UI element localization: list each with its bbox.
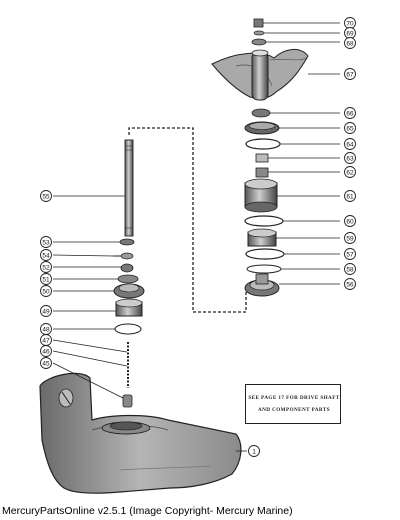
dashed-connector-line [128,127,247,313]
o-ring-64 [245,138,281,150]
copyright-footer: MercuryPartsOnline v2.5.1 (Image Copyrig… [2,505,293,517]
callout-46: 46 [40,345,52,357]
callout-45: 45 [40,357,52,369]
callout-49: 49 [40,305,52,317]
leader-lines-left [52,195,247,452]
svg-text:52: 52 [42,265,50,272]
callout-63: 63 [344,152,356,164]
callout-70: 70 [344,17,356,29]
seal-63 [255,153,269,163]
svg-text:60: 60 [346,219,354,226]
svg-text:64: 64 [346,142,354,149]
svg-text:55: 55 [42,194,50,201]
thrust-washer-59 [246,264,282,274]
callout-67: 67 [344,68,356,80]
svg-text:68: 68 [346,41,354,48]
svg-text:47: 47 [42,338,50,345]
callout-56: 56 [344,278,356,290]
propeller [211,49,309,101]
shim-57 [245,248,285,260]
bearing-62 [255,167,269,178]
svg-text:54: 54 [42,253,50,260]
callout-50: 50 [40,285,52,297]
leader-lines-right [263,22,340,285]
svg-text:67: 67 [346,72,354,79]
washer-69 [253,30,265,36]
callout-66: 66 [344,107,356,119]
bearing-carrier-nut-65 [244,121,280,135]
o-ring-60 [244,215,284,227]
svg-text:66: 66 [346,111,354,118]
svg-text:70: 70 [346,21,354,28]
bearing-58 [247,228,277,247]
thrust-hub-68 [251,38,267,46]
note-line-1: SEE PAGE 17 FOR DRIVE SHAFT [248,395,340,401]
callout-53: 53 [40,236,52,248]
callout-60: 60 [344,215,356,227]
callout-47: 47 [40,334,52,346]
reverse-gear-56 [244,273,280,297]
bearing-49 [115,298,143,317]
svg-text:61: 61 [346,194,354,201]
svg-text:63: 63 [346,156,354,163]
svg-text:48: 48 [42,327,50,334]
svg-text:65: 65 [346,126,354,133]
callout-64: 64 [344,138,356,150]
callout-58: 58 [344,263,356,275]
propeller-nut [253,18,264,28]
bearing-carrier-61 [244,178,278,213]
svg-text:53: 53 [42,240,50,247]
svg-text:56: 56 [346,282,354,289]
drive-shaft-55 [124,139,134,237]
callout-65: 65 [344,122,356,134]
drive-shaft-reference-note: SEE PAGE 17 FOR DRIVE SHAFT AND COMPONEN… [245,384,341,424]
nut-52 [120,263,134,273]
svg-text:58: 58 [346,267,354,274]
svg-text:62: 62 [346,170,354,177]
svg-text:69: 69 [346,31,354,38]
svg-text:45: 45 [42,361,50,368]
svg-text:51: 51 [42,277,50,284]
callout-62: 62 [344,166,356,178]
svg-text:57: 57 [346,252,354,259]
gear-housing-1 [39,372,242,494]
callout-59: 59 [344,232,356,244]
callout-68: 68 [344,37,356,49]
callout-51: 51 [40,273,52,285]
pinion-gear-53 [119,238,135,246]
shift-plunger-46 [122,394,133,408]
shim-48 [114,323,142,335]
callout-57: 57 [344,248,356,260]
svg-text:59: 59 [346,236,354,243]
callout-1: 1 [248,445,260,457]
forward-gear-50 [113,283,145,299]
svg-text:46: 46 [42,349,50,356]
callout-48: 48 [40,323,52,335]
callout-52: 52 [40,261,52,273]
washer-51 [117,274,139,284]
thrust-hub-66 [251,108,271,118]
svg-text:50: 50 [42,289,50,296]
pin-54 [113,252,134,260]
callout-55: 55 [40,190,52,202]
svg-text:1: 1 [252,449,256,456]
svg-text:49: 49 [42,309,50,316]
callout-61: 61 [344,190,356,202]
callout-69: 69 [344,27,356,39]
callout-54: 54 [40,249,52,261]
note-line-2: AND COMPONENT PARTS [257,407,331,413]
